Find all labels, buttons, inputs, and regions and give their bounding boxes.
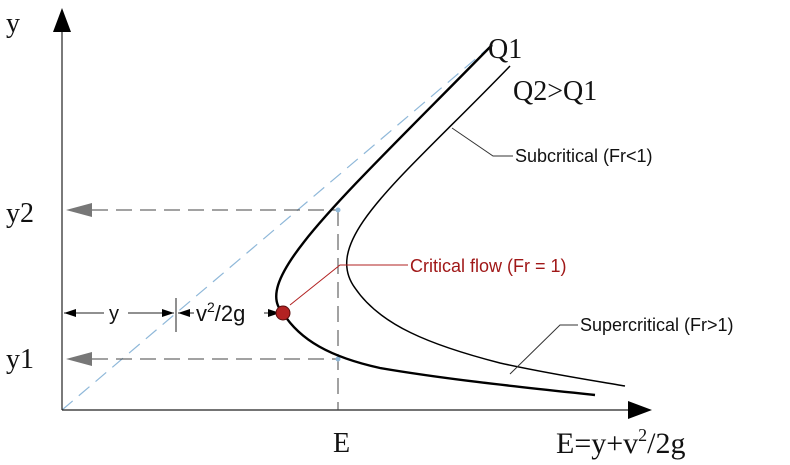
dimension-arrow-y-right — [162, 309, 174, 317]
e-tick-label: E — [333, 428, 350, 459]
y1-intersection-point — [335, 356, 341, 362]
y2-intersection-point — [335, 207, 341, 213]
e-axis-arrow — [628, 401, 652, 419]
supercritical-label: Supercritical (Fr>1) — [580, 315, 734, 335]
q2-label: Q2>Q1 — [513, 76, 597, 107]
q1-label: Q1 — [488, 34, 522, 65]
velocity-head-label: v2/2g — [196, 299, 245, 326]
curve-q1 — [275, 44, 596, 397]
dimension-arrow-y-left — [64, 309, 76, 317]
y1-tick-label: y1 — [6, 344, 34, 375]
dimension-arrow-vh-right — [268, 309, 280, 317]
y2-arrowhead — [66, 203, 92, 217]
curve-q2 — [345, 65, 626, 387]
dimension-arrow-vh-left — [178, 309, 190, 317]
critical-leader — [289, 264, 408, 306]
dimension-depth-label: y — [109, 303, 119, 325]
critical-label: Critical flow (Fr = 1) — [410, 256, 567, 276]
y-axis-label: y — [6, 8, 20, 39]
y1-arrowhead — [66, 352, 92, 366]
subcritical-label: Subcritical (Fr<1) — [515, 146, 653, 166]
critical-point — [275, 305, 291, 321]
subcritical-leader — [451, 127, 513, 157]
e-axis-label: E=y+v2/2g — [556, 425, 686, 460]
reference-line-y-equals-e — [61, 44, 493, 411]
y-axis-arrow — [53, 8, 71, 32]
supercritical-leader — [509, 324, 578, 375]
y2-tick-label: y2 — [6, 198, 34, 229]
